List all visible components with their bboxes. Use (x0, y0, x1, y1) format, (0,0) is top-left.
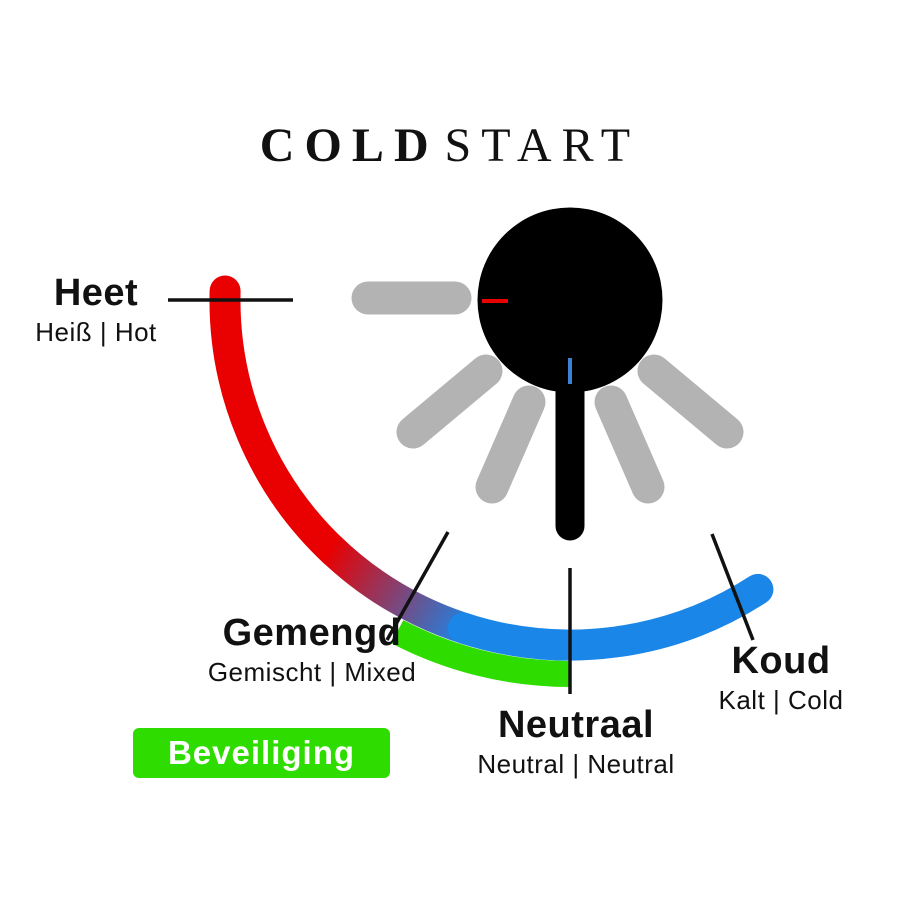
label-cold-sub: Kalt | Cold (718, 684, 844, 715)
safety-badge: Beveiliging (133, 728, 390, 778)
title-cold: COLD (259, 119, 439, 172)
safety-arc (391, 620, 571, 687)
label-neutral: Neutraal Neutral | Neutral (477, 704, 675, 779)
label-mixed-main: Gemengd (222, 612, 402, 654)
temperature-arc-cold (447, 573, 774, 661)
lever-ghost-down-left-steep (475, 385, 546, 504)
label-neutral-main: Neutraal (497, 704, 655, 746)
label-neutral-sub: Neutral | Neutral (477, 748, 675, 779)
label-mixed: Gemengd Gemischt | Mixed (207, 612, 417, 687)
temperature-arc-hot (209, 275, 351, 568)
knob (477, 207, 663, 393)
label-hot: Heet Heiß | Hot (35, 272, 157, 347)
lever-ghost-down-left (396, 354, 503, 449)
title-start: START (444, 119, 641, 172)
pointer-line-mixed (385, 531, 450, 641)
label-mixed-sub: Gemischt | Mixed (207, 656, 417, 687)
lever-ghost-down-right (637, 354, 744, 449)
label-hot-sub: Heiß | Hot (35, 316, 157, 347)
safety-label: Beveiliging (167, 734, 356, 771)
label-cold: Koud Kalt | Cold (718, 640, 844, 715)
label-hot-main: Heet (53, 272, 139, 314)
pointer-line-cold (710, 533, 755, 641)
lever-ghost-down-right-steep (594, 385, 665, 504)
label-cold-main: Koud (731, 640, 831, 682)
